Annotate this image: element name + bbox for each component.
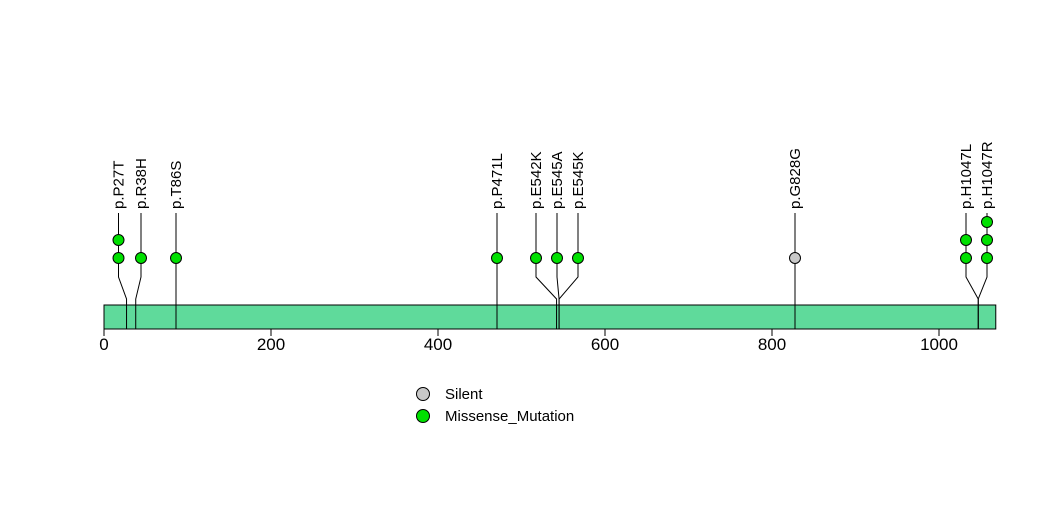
mutation-label: p.H1047R <box>979 141 996 209</box>
axis-tick-label: 600 <box>591 335 619 354</box>
lollipop-stick <box>135 213 142 329</box>
mutation-dot <box>572 252 584 264</box>
mutation-dot <box>960 252 972 264</box>
mutation-dot <box>981 234 993 246</box>
protein-bar <box>103 304 997 330</box>
legend-label-silent: Silent <box>445 385 483 403</box>
legend-item-missense: Missense_Mutation <box>416 405 574 427</box>
axis-tick-label: 1000 <box>920 335 958 354</box>
mutation-dot <box>112 252 125 264</box>
lollipop-stick <box>558 213 579 329</box>
mutation-label: p.T86S <box>168 161 185 209</box>
legend-item-silent: Silent <box>416 383 574 405</box>
mutation-label: p.E545K <box>570 151 587 209</box>
legend: Silent Missense_Mutation <box>416 383 574 427</box>
mutation-label: p.R38H <box>133 158 150 209</box>
mutation-label: p.E545A <box>549 151 566 209</box>
missense-dot-icon <box>416 409 430 423</box>
mutation-label: p.H1047L <box>958 144 975 209</box>
mutation-dot <box>170 252 182 264</box>
mutation-dot <box>112 234 125 246</box>
mutation-dot <box>551 252 563 264</box>
axis-tick-label: 400 <box>424 335 452 354</box>
axis-tick-label: 0 <box>99 335 108 354</box>
legend-label-missense: Missense_Mutation <box>445 407 575 425</box>
mutation-dot <box>530 252 542 264</box>
axis-tick-label: 800 <box>758 335 786 354</box>
mutation-label: p.E542K <box>528 151 545 209</box>
axis-tick-label: 200 <box>257 335 285 354</box>
mutation-dot <box>960 234 972 246</box>
mutation-dot <box>981 252 993 264</box>
silent-dot-icon <box>416 387 430 401</box>
mutation-dot <box>491 252 503 264</box>
lollipop-stick <box>535 213 558 329</box>
mutation-dot <box>789 252 801 264</box>
mutation-label: p.P27T <box>111 161 128 209</box>
mutation-dot <box>135 252 147 264</box>
mutation-label: p.G828G <box>787 148 804 209</box>
mutation-dot <box>981 216 993 228</box>
mutation-label: p.P471L <box>489 153 506 209</box>
